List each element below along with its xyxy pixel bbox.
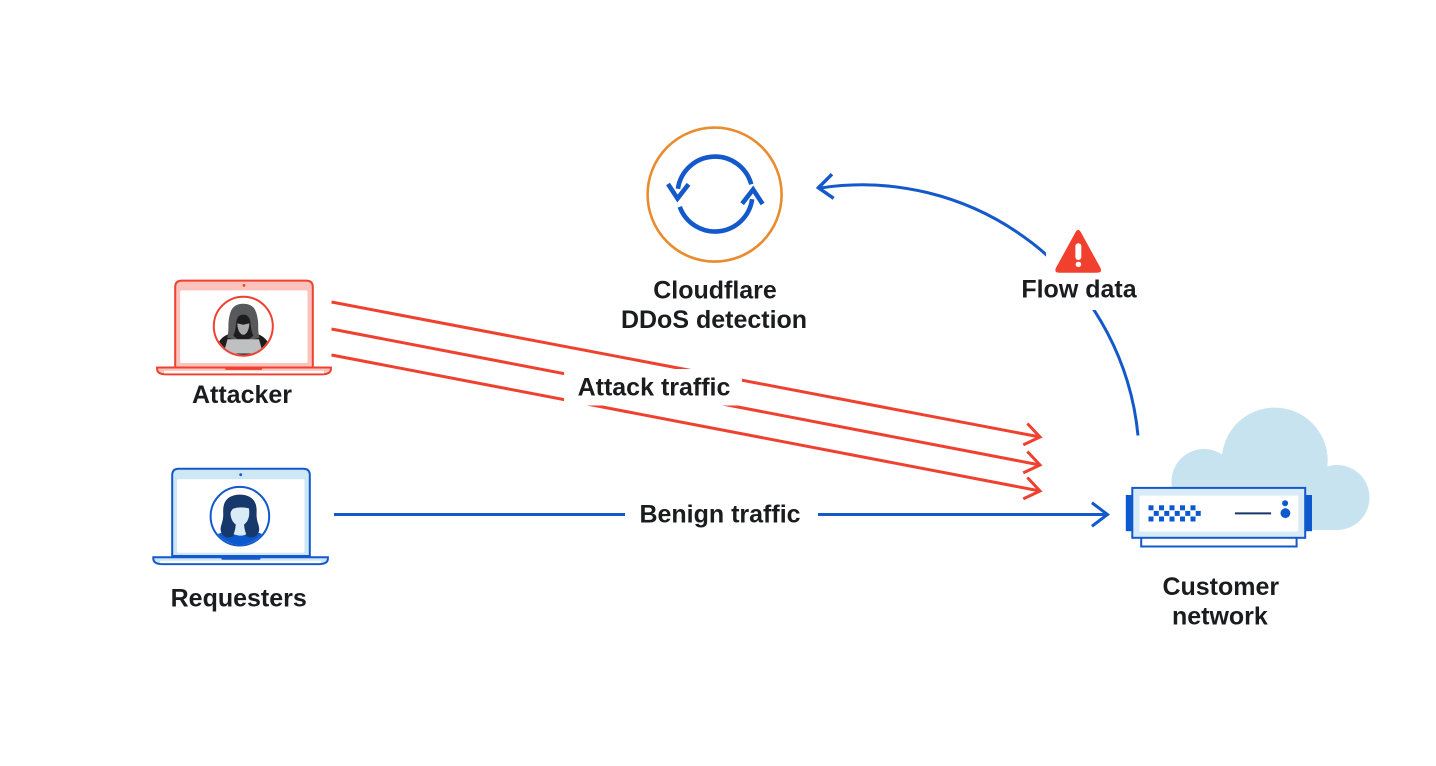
svg-text:Attack traffic: Attack traffic [578,374,731,402]
svg-text:Flow data: Flow data [1021,276,1137,304]
svg-text:Cloudflare: Cloudflare [653,277,777,305]
svg-text:Attacker: Attacker [192,381,292,409]
svg-text:Customer: Customer [1162,573,1279,601]
svg-text:DDoS detection: DDoS detection [621,306,807,334]
svg-text:network: network [1172,603,1268,631]
svg-text:Benign traffic: Benign traffic [639,501,800,529]
svg-text:Requesters: Requesters [171,584,307,612]
